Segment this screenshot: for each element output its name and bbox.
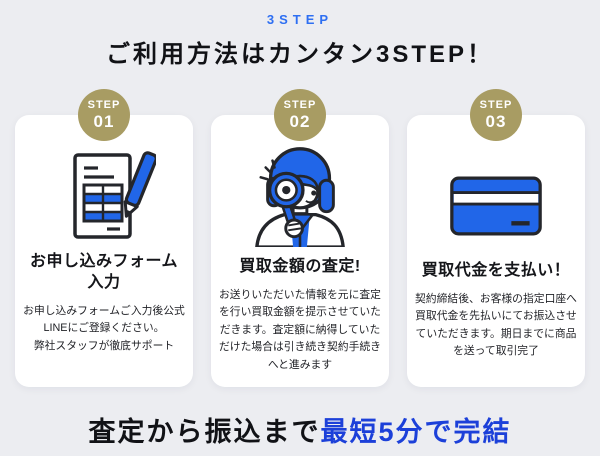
badge-step-number: 02 bbox=[289, 112, 311, 131]
form-pen-icon bbox=[73, 151, 156, 239]
step-title: お申し込みフォーム 入力 bbox=[29, 253, 179, 291]
step-card-3: STEP 03 買取代金を支払い！ 契約締結後、お客様の指定口座へ 買取代金を先… bbox=[407, 89, 585, 387]
page-title: ご利用方法はカンタン3STEP！ bbox=[105, 41, 495, 68]
section-eyebrow: 3STEP bbox=[266, 12, 334, 27]
badge-step-number: 03 bbox=[485, 112, 507, 131]
step-badge-2: STEP 02 bbox=[274, 89, 326, 141]
badge-step-label: STEP bbox=[87, 99, 121, 111]
steps-row: STEP 01 bbox=[0, 89, 600, 387]
step-card-1: STEP 01 bbox=[15, 89, 193, 387]
step-title: 買取代金を支払い！ bbox=[421, 262, 571, 279]
step-icon-box bbox=[241, 141, 359, 249]
step-title: 買取金額の査定! bbox=[239, 258, 361, 275]
step-card-2: STEP 02 bbox=[211, 89, 389, 387]
step-icon-box bbox=[52, 151, 156, 243]
badge-step-number: 01 bbox=[93, 112, 115, 131]
step-description: 契約締結後、お客様の指定口座へ 買取代金を先払いにてお振込させ ていただきます。… bbox=[415, 292, 577, 358]
footer-highlight: 最短5分で完結 bbox=[320, 417, 512, 447]
step-icon-box bbox=[448, 173, 544, 239]
badge-step-label: STEP bbox=[283, 99, 317, 111]
badge-step-label: STEP bbox=[479, 99, 513, 111]
step-badge-3: STEP 03 bbox=[470, 89, 522, 141]
step-description: お申し込みフォームご入力後公式 LINEにご登録ください。 弊社スタッフが徹底サ… bbox=[23, 304, 185, 352]
footer-prefix: 査定から振込まで bbox=[88, 417, 321, 447]
step-description: お送りいただいた情報を元に査定 を行い買取金額を提示させていた だきます。査定額… bbox=[219, 288, 381, 371]
footer-note: 査定から振込まで最短5分で完結 bbox=[0, 410, 600, 449]
credit-card-icon bbox=[450, 176, 542, 236]
magnifier-woman-icon bbox=[255, 147, 345, 247]
step-badge-1: STEP 01 bbox=[78, 89, 130, 141]
